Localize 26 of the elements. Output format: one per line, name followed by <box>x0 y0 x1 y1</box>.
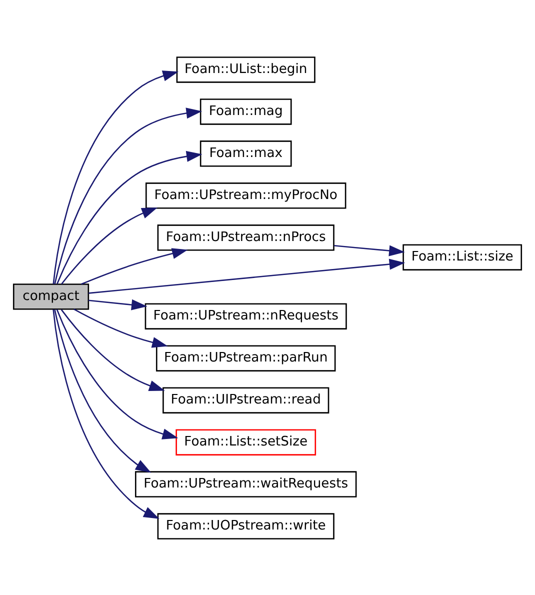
arrow <box>81 248 188 284</box>
node-box: Foam::UOPstream::write <box>157 512 334 539</box>
arrow <box>52 308 160 518</box>
node-box: Foam::UPstream::nProcs <box>157 224 334 250</box>
node-box: Foam::UPstream::parRun <box>156 344 336 371</box>
arrow <box>60 308 165 391</box>
arrow <box>54 107 202 284</box>
arrow <box>56 150 202 284</box>
arrow <box>88 258 406 294</box>
arrow <box>56 308 178 439</box>
node-box: Foam::UList::begin <box>176 56 316 82</box>
node-box: Foam::UPstream::nRequests <box>144 302 347 329</box>
node-box: Foam::UPstream::myProcNo <box>145 182 346 208</box>
node-box: compact <box>12 283 90 310</box>
node-box: Foam::max <box>200 140 292 166</box>
node-box: Foam::List::size <box>402 244 522 270</box>
arrow <box>52 70 179 284</box>
arrow <box>88 298 148 310</box>
arrow <box>74 308 168 348</box>
arrow <box>61 207 158 284</box>
node-box: Foam::UIPstream::read <box>162 386 330 413</box>
arrow <box>54 308 152 472</box>
node-box: Foam::UPstream::waitRequests <box>135 470 357 497</box>
arrow <box>334 244 405 256</box>
node-box: Foam::List::setSize <box>176 428 316 455</box>
node-box: Foam::mag <box>200 98 292 124</box>
